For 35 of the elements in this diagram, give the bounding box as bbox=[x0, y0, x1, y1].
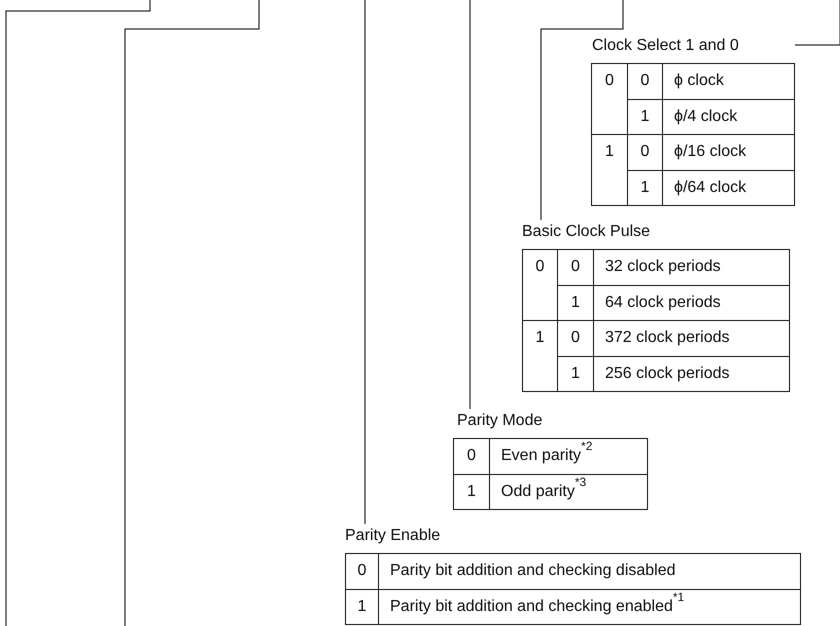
table-cell: ϕ/4 clock bbox=[663, 100, 795, 135]
table-cell: 0 bbox=[592, 64, 628, 135]
table-cell: Even parity$^{*2}$ bbox=[490, 439, 648, 474]
table-cell: Odd parity$^{*3}$ bbox=[490, 474, 648, 510]
table-heading: Parity Mode bbox=[457, 411, 542, 431]
table-cell: 372 clock periods bbox=[594, 321, 790, 356]
table-cell: ϕ clock bbox=[663, 64, 795, 100]
table-cell: 1 bbox=[628, 170, 663, 206]
table-cell: 0 bbox=[628, 135, 663, 170]
table-cell: 0 bbox=[558, 250, 594, 286]
table-cell: 1 bbox=[523, 321, 558, 392]
table-cell: 1 bbox=[454, 474, 490, 510]
table-cell: 1 bbox=[346, 590, 379, 625]
table-cell: 0 bbox=[346, 554, 379, 590]
table-cell: 0 bbox=[558, 321, 594, 356]
table-cell: Parity bit addition and checking disabled bbox=[379, 554, 801, 590]
table-cell: 1 bbox=[558, 286, 594, 321]
table-cell: ϕ/64 clock bbox=[663, 170, 795, 206]
table-cell: 64 clock periods bbox=[594, 286, 790, 321]
table-cell: 0 bbox=[628, 64, 663, 100]
table-cell: 32 clock periods bbox=[594, 250, 790, 286]
table-cell: Parity bit addition and checking enabled$^{*1}$ bbox=[379, 590, 801, 625]
table-cell: 0 bbox=[454, 439, 490, 474]
table-cell: 256 clock periods bbox=[594, 356, 790, 392]
table-cell: ϕ/16 clock bbox=[663, 135, 795, 170]
table-heading: Parity Enable bbox=[345, 526, 440, 546]
table-heading: Basic Clock Pulse bbox=[522, 222, 650, 242]
leader-line bbox=[540, 0, 624, 220]
table-heading: Clock Select 1 and 0 bbox=[592, 36, 739, 56]
leader-line bbox=[364, 0, 366, 524]
table-cell: 1 bbox=[592, 135, 628, 206]
leader-line bbox=[794, 0, 840, 46]
table-cell: 1 bbox=[628, 100, 663, 135]
table-cell: 0 bbox=[523, 250, 558, 321]
table-cell: 1 bbox=[558, 356, 594, 392]
